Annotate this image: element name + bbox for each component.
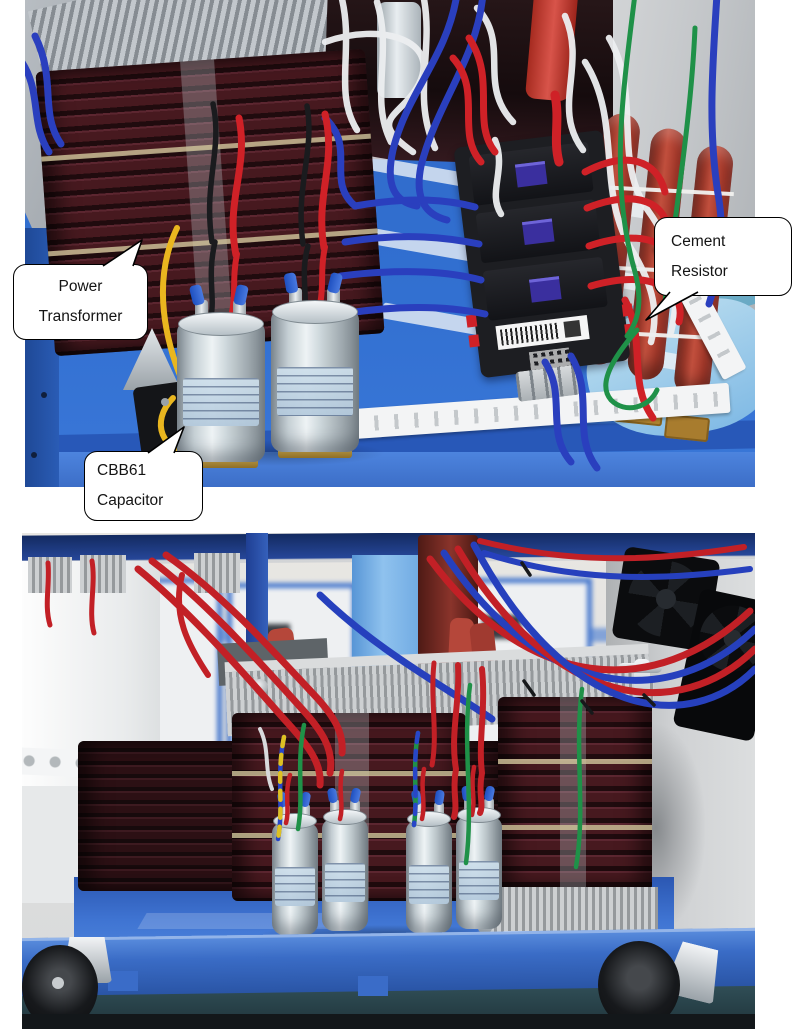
capacitor-label <box>325 862 365 902</box>
cbb61-capacitor-cylinder <box>322 787 368 931</box>
heatsink-block <box>194 553 240 593</box>
frame-bolt <box>31 452 37 458</box>
qr-code <box>563 319 582 338</box>
heatsink-bracket-arm <box>618 663 662 673</box>
caster-bolt <box>52 977 64 989</box>
capacitor-lid <box>323 809 367 825</box>
capacitor-lid <box>273 813 317 829</box>
heatsink-block <box>80 555 126 593</box>
frame-bolt <box>41 392 47 398</box>
coil-gasket <box>232 771 466 776</box>
capacitor-label <box>275 866 315 906</box>
callout-cbb61-capacitor: CBB61 Capacitor <box>84 451 203 521</box>
coil-gasket <box>498 825 652 830</box>
capacitor-terminal <box>350 800 360 816</box>
callout-tail <box>645 291 699 321</box>
capacitor-terminal <box>434 802 444 818</box>
contactor-coil-window <box>514 160 548 188</box>
base-tab <box>358 976 388 996</box>
callout-text: CBB61 <box>97 462 147 479</box>
transformer-finned-base <box>490 887 658 935</box>
capacitor-label <box>409 864 449 904</box>
blue-connector <box>461 785 472 802</box>
callout-cement-resistor: Cement Resistor <box>654 217 792 296</box>
heatsink-block <box>28 557 72 593</box>
capacitor-label <box>183 378 259 426</box>
capacitor-label <box>459 860 499 900</box>
capacitor-lid <box>457 807 501 823</box>
red-connector <box>465 314 478 328</box>
coil-tape-band <box>559 697 586 891</box>
contactor-coil-window <box>521 218 555 246</box>
capacitor-lid <box>407 811 451 827</box>
coil-gasket <box>498 759 652 764</box>
terminal-screw <box>161 398 169 406</box>
cbb61-capacitor-cylinder <box>406 789 452 933</box>
capacitor-terminal <box>484 798 494 814</box>
red-connector <box>621 303 634 317</box>
floor-baseboard <box>22 1014 755 1029</box>
contactor-module <box>482 256 608 321</box>
photo-bottom-internal-view <box>22 533 755 1029</box>
red-connector <box>624 323 636 337</box>
capacitor-lid <box>178 312 264 336</box>
capacitor-label <box>277 366 353 416</box>
red-connector <box>468 334 480 348</box>
contactor-module <box>468 141 594 206</box>
base-tab <box>108 971 138 991</box>
cbb61-capacitor-cylinder <box>456 785 502 929</box>
cbb61-capacitor-cylinder <box>271 271 359 458</box>
contactor-block <box>453 129 636 402</box>
callout-text: Transformer <box>38 308 123 325</box>
callout-tail <box>102 239 143 267</box>
heatsink-bolt <box>252 679 268 695</box>
callout-power-transformer: Power Transformer <box>13 264 148 340</box>
contactor-module <box>475 199 601 264</box>
capacitor-lid <box>272 300 358 324</box>
callout-text: Power <box>58 278 103 295</box>
cbb61-capacitor-cylinder <box>272 791 318 935</box>
contactor-coil-window <box>529 276 562 303</box>
callout-text: Resistor <box>671 262 728 280</box>
brass-terminal <box>663 413 711 443</box>
capacitor-cylinder-background <box>377 2 421 98</box>
callout-text: Capacitor <box>97 492 164 509</box>
callout-text: Cement <box>671 232 726 250</box>
callout-tail <box>147 426 185 454</box>
capacitor-terminal <box>330 800 340 816</box>
transformer-coil-stack-right <box>498 697 652 891</box>
